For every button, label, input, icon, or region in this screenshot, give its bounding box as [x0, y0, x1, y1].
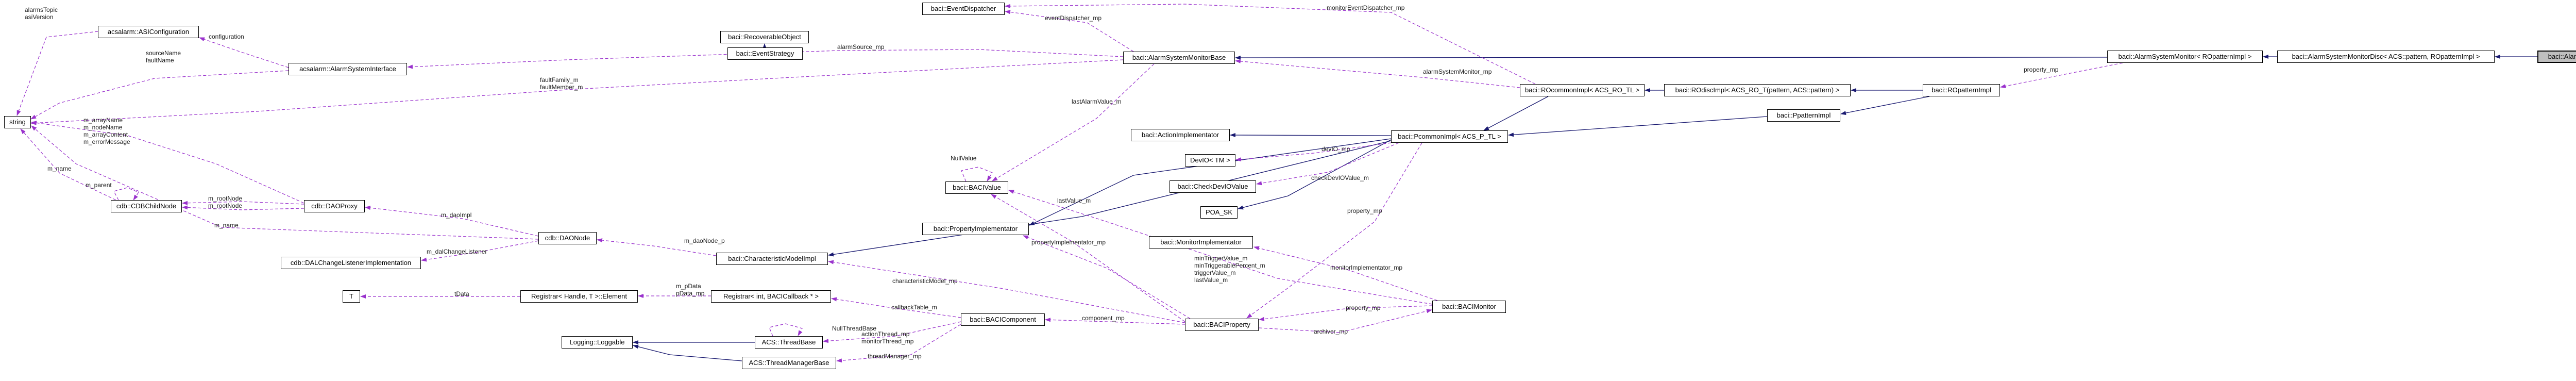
edge-use-baciproperty-bacicomponent	[1045, 318, 1185, 325]
edge-use-asmbase-asi	[407, 49, 1124, 69]
class-node-action-implementator[interactable]: baci::ActionImplementator	[1131, 129, 1230, 141]
edge-use-pcommon-baciproperty	[1246, 142, 1422, 319]
edge-inh-pcommon-poask	[1238, 139, 1392, 210]
edge-inh-threadmgr-loggable	[633, 344, 742, 361]
class-node-characteristic-model-impl[interactable]: baci::CharacteristicModelImpl	[716, 253, 828, 265]
edge-use-charmodel-daonode	[597, 238, 717, 256]
edge-use-pcommon-devio	[1235, 142, 1392, 162]
class-node-property-implementator[interactable]: baci::PropertyImplementator	[922, 223, 1029, 235]
edge-use-bacimonitor-bacivalue	[1008, 190, 1433, 305]
class-node-p-pattern-impl[interactable]: baci::PpatternImpl	[1767, 109, 1840, 122]
class-node-alarm-system-monitor-pattern[interactable]: baci::AlarmSystemMonitorPattern	[2537, 51, 2576, 63]
edge-use-asi-string	[30, 70, 289, 120]
class-node-asi-configuration[interactable]: acsalarm::ASIConfiguration	[98, 26, 199, 38]
edge-use-pcommon-checkdevio	[1256, 142, 1399, 186]
class-node-string[interactable]: string	[4, 116, 31, 128]
edge-use-daonode-string	[31, 125, 539, 240]
class-node-thread-base[interactable]: ACS::ThreadBase	[755, 336, 823, 349]
edge-use-asmbase-bacivalue	[992, 63, 1155, 181]
class-node-baci-monitor[interactable]: baci::BACIMonitor	[1432, 301, 1506, 313]
edge-use-cdbchild-self	[113, 187, 139, 201]
class-node-alarm-system-monitor[interactable]: baci::AlarmSystemMonitor< ROpatternImpl …	[2107, 51, 2263, 63]
class-node-ro-disc-impl[interactable]: baci::ROdiscImpl< ACS_RO_T(pattern, ACS:…	[1664, 84, 1851, 96]
class-node-event-strategy[interactable]: baci::EventStrategy	[727, 47, 803, 60]
class-node-dev-io[interactable]: DevIO< TM >	[1185, 154, 1235, 167]
edge-use-asmbase-string	[30, 59, 1124, 125]
edge-use-rocommon-eventdispatcher	[1005, 4, 1536, 85]
class-node-ro-pattern-impl[interactable]: baci::ROpatternImpl	[1923, 84, 2000, 96]
class-node-check-dev-io-value[interactable]: baci::CheckDevIOValue	[1170, 180, 1256, 193]
class-node-dao-proxy[interactable]: cdb::DAOProxy	[304, 200, 365, 212]
class-node-t[interactable]: T	[343, 290, 360, 303]
class-node-thread-manager-base[interactable]: ACS::ThreadManagerBase	[742, 357, 836, 369]
edge-use-asi-asiconfig	[199, 37, 289, 68]
edge-use-asiconfig-string	[16, 31, 98, 116]
class-node-cdb-child-node[interactable]: cdb::CDBChildNode	[111, 200, 182, 212]
edge-inh-pcommon-propimpl	[1029, 138, 1392, 226]
class-node-baci-component[interactable]: baci::BACIComponent	[961, 313, 1045, 326]
class-node-ro-common-impl[interactable]: baci::ROcommonImpl< ACS_RO_TL >	[1520, 84, 1645, 96]
edge-use-daoproxy-string	[31, 121, 304, 204]
edge-use-cdbchild-string	[20, 128, 116, 201]
edge-inh-asm-asmbase	[1235, 55, 2108, 60]
edge-inh-ppattern-pcommon	[1508, 116, 1768, 137]
edge-inh-pcommon-charmodel	[828, 140, 1392, 257]
class-node-monitor-implementator[interactable]: baci::MonitorImplementator	[1149, 236, 1253, 249]
edge-use-asmbase-eventdispatcher	[1005, 10, 1134, 52]
class-node-event-dispatcher[interactable]: baci::EventDispatcher	[922, 3, 1005, 15]
class-node-dao-node[interactable]: cdb::DAONode	[538, 232, 597, 244]
class-node-p-common-impl[interactable]: baci::PcommonImpl< ACS_P_TL >	[1391, 130, 1508, 143]
class-node-poa-sk[interactable]: POA_SK	[1200, 206, 1238, 219]
edge-use-daonode-dalchange	[421, 240, 539, 262]
class-node-recoverable-object[interactable]: baci::RecoverableObject	[720, 31, 809, 43]
edge-use-asm-ropattern	[2000, 62, 2123, 88]
edge-use-bacimonitor-baciproperty	[1259, 305, 1433, 321]
class-node-dal-change-listener[interactable]: cdb::DALChangeListenerImplementation	[281, 257, 421, 269]
edge-inh-rocommon-pcommon	[1483, 96, 1549, 131]
class-node-registrar-element[interactable]: Registrar< Handle, T >::Element	[520, 290, 638, 303]
edge-inh-ropattern-ppattern	[1840, 96, 1930, 115]
edge-use-bacimonitor-monimpl	[1253, 246, 1438, 301]
edge-use-baciproperty-bacimonitor	[1259, 309, 1432, 333]
class-node-baci-value[interactable]: baci::BACIValue	[945, 181, 1008, 194]
edge-inh-pcommon-action	[1230, 133, 1392, 138]
class-node-alarm-system-monitor-base[interactable]: baci::AlarmSystemMonitorBase	[1123, 52, 1235, 64]
edge-use-rocommon-asmbase	[1235, 59, 1520, 88]
class-node-alarm-system-monitor-disc[interactable]: baci::AlarmSystemMonitorDisc< ACS::patte…	[2277, 51, 2495, 63]
class-node-loggable[interactable]: Logging::Loggable	[562, 336, 633, 349]
edge-use-baciproperty-bacivalue	[991, 194, 1185, 322]
edge-use-daonode-daoproxy	[365, 206, 539, 237]
edge-use-daoproxy-cdbchild-a	[182, 201, 304, 205]
class-node-baci-property[interactable]: baci::BACIProperty	[1185, 319, 1259, 331]
edge-use-bacicomponent-threadmgr	[836, 324, 961, 363]
class-node-registrar-int[interactable]: Registrar< int, BACICallback * >	[711, 290, 831, 303]
edge-use-bacicomponent-threadbase	[823, 321, 961, 343]
edge-use-bacivalue-self	[961, 167, 993, 182]
edge-use-baciproperty-propimpl	[1023, 235, 1191, 319]
class-node-alarm-system-interface[interactable]: acsalarm::AlarmSystemInterface	[289, 63, 407, 75]
edge-use-bacicomponent-registrar	[831, 297, 961, 318]
edge-use-daoproxy-cdbchild-b	[182, 205, 304, 210]
edge-use-threadbase-self	[769, 323, 803, 337]
